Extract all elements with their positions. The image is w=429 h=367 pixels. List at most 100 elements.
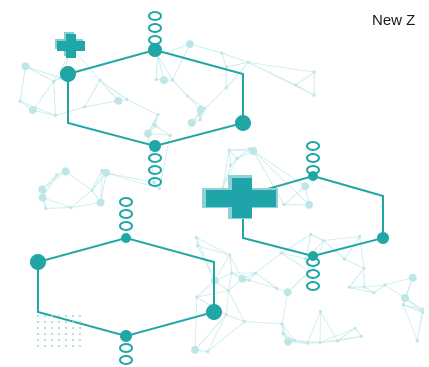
mesh-link: [32, 81, 55, 111]
mesh-link: [53, 81, 56, 116]
mesh-link: [359, 236, 365, 269]
hex-node: [235, 115, 251, 131]
mesh-node: [220, 51, 224, 55]
mesh-link: [248, 62, 315, 73]
mesh-node: [44, 206, 48, 210]
mesh-link: [99, 79, 119, 102]
mesh-node: [53, 113, 58, 118]
mesh-link: [55, 106, 85, 116]
mesh-link: [84, 80, 101, 108]
caption-text: New Z: [372, 12, 416, 29]
mesh-node: [227, 148, 231, 152]
mesh-link: [255, 252, 282, 274]
mesh-node: [157, 186, 162, 190]
ring-link: [148, 23, 162, 33]
hexagon-outline-bottom: [37, 236, 215, 338]
mesh-link: [222, 149, 230, 188]
ring-link: [119, 197, 133, 207]
mesh-node: [195, 295, 199, 299]
hex-node: [121, 233, 131, 243]
ring-link: [148, 177, 162, 187]
mesh-node: [159, 76, 168, 85]
mesh-node: [400, 294, 409, 303]
mesh-node: [125, 97, 129, 102]
grid-dot: [44, 315, 46, 317]
mesh-link: [319, 340, 338, 343]
mesh-link: [281, 292, 289, 324]
mesh-node: [156, 113, 160, 117]
grid-dot: [44, 345, 46, 347]
mesh-link: [283, 185, 306, 205]
mesh-link: [221, 52, 249, 63]
mesh-link: [226, 314, 245, 322]
mesh-node: [372, 291, 376, 295]
mesh-link: [70, 189, 93, 208]
mesh-link: [106, 172, 155, 183]
mesh-node: [224, 86, 228, 90]
mesh-link: [225, 290, 229, 315]
ring-link: [148, 35, 162, 45]
mesh-node: [194, 235, 199, 240]
mesh-node: [224, 313, 228, 317]
mesh-link: [248, 272, 256, 281]
grid-dot: [65, 327, 67, 329]
mesh-link: [227, 272, 233, 291]
mesh-link: [155, 55, 159, 80]
grid-dot: [72, 339, 74, 341]
mesh-link: [252, 150, 310, 206]
ring-link: [119, 209, 133, 219]
mesh-link: [248, 62, 297, 86]
mesh-link: [337, 335, 362, 342]
mesh-node: [305, 200, 314, 209]
mesh-link: [25, 65, 61, 79]
mesh-link: [281, 252, 306, 260]
grid-dot: [37, 333, 39, 335]
grid-dot: [58, 327, 60, 329]
mesh-link: [72, 48, 101, 81]
mesh-node: [230, 271, 234, 275]
mesh-link: [196, 280, 215, 298]
mesh-link: [344, 258, 365, 269]
mesh-link: [281, 234, 312, 254]
mesh-node: [196, 105, 205, 114]
molecule-mesh: [19, 43, 424, 352]
mesh-node: [143, 129, 152, 138]
mesh-link: [281, 252, 311, 272]
grid-dot: [51, 315, 53, 317]
mesh-node: [292, 338, 296, 342]
mesh-link: [214, 254, 230, 281]
mesh-link: [281, 323, 295, 341]
mesh-node: [61, 167, 70, 176]
mesh-link: [157, 55, 173, 81]
mesh-link: [99, 79, 128, 100]
ring-link: [306, 281, 320, 291]
mesh-link: [222, 165, 232, 188]
mesh-link: [197, 245, 230, 256]
mesh-node: [305, 341, 309, 345]
mesh-node: [206, 349, 210, 354]
hex-node: [120, 330, 132, 342]
mesh-node: [69, 205, 73, 210]
mesh-link: [221, 52, 227, 67]
grid-dot: [44, 339, 46, 341]
grid-dot: [37, 321, 39, 323]
mesh-node: [102, 168, 111, 177]
mesh-link: [222, 158, 238, 189]
ring-chain: [119, 11, 320, 365]
grid-dot: [79, 315, 81, 317]
mesh-node: [191, 345, 200, 354]
mesh-link: [294, 339, 321, 343]
mesh-link: [197, 245, 215, 281]
mesh-node: [335, 339, 340, 343]
grid-dot: [37, 327, 39, 329]
mesh-node: [421, 307, 425, 311]
mesh-node: [353, 326, 357, 331]
mesh-node: [152, 180, 156, 185]
mesh-link: [364, 284, 385, 288]
mesh-link: [255, 272, 277, 289]
mesh-link: [403, 304, 423, 310]
mesh-node: [253, 271, 258, 275]
mesh-node: [154, 77, 158, 82]
mesh-node: [318, 309, 323, 314]
grid-dot: [58, 333, 60, 335]
